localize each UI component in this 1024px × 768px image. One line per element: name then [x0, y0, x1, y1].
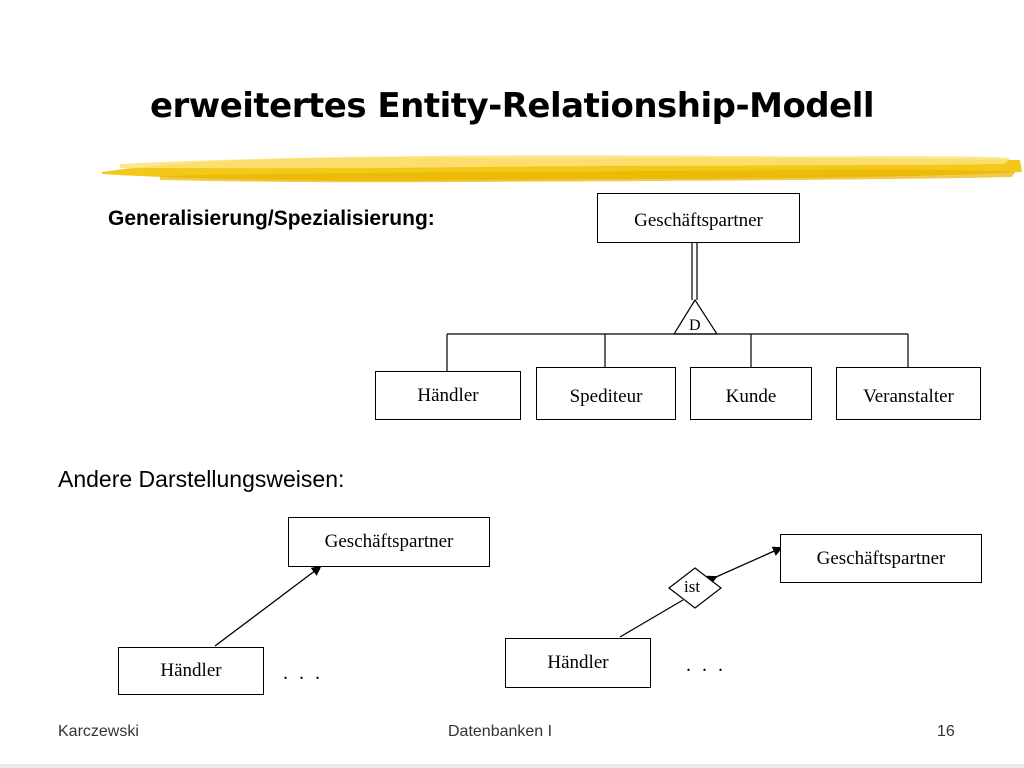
generalization-heading: Generalisierung/Spezialisierung:	[108, 207, 435, 230]
entity-label: Kunde	[725, 386, 777, 407]
ist-diamond	[668, 567, 722, 609]
entity-haendler-top: Händler	[375, 371, 521, 420]
isa-arrow-left	[214, 565, 322, 647]
entity-spediteur: Spediteur	[536, 367, 676, 420]
ellipsis-right: . . .	[686, 654, 726, 676]
entity-geschaeftspartner-right: Geschäftspartner	[780, 534, 982, 583]
entity-geschaeftspartner-left: Geschäftspartner	[288, 517, 490, 567]
entity-geschaeftspartner-top: Geschäftspartner	[597, 193, 800, 243]
entity-label: Händler	[160, 660, 222, 681]
footer-rule	[0, 764, 1024, 768]
entity-label: Geschäftspartner	[816, 547, 946, 569]
entity-haendler-left: Händler	[118, 647, 264, 695]
entity-label: Spediteur	[569, 386, 643, 407]
entity-veranstalter: Veranstalter	[836, 367, 981, 420]
entity-label: Geschäftspartner	[324, 531, 454, 552]
entity-kunde: Kunde	[690, 367, 812, 420]
footer-page-number: 16	[937, 723, 955, 740]
disjoint-marker: D	[689, 317, 701, 334]
relation-ist-label: ist	[684, 577, 701, 596]
ellipsis-left: . . .	[283, 662, 323, 684]
footer-course: Datenbanken I	[448, 723, 553, 740]
entity-label: Geschäftspartner	[634, 210, 763, 231]
line-haendler-to-ist	[619, 599, 684, 638]
entity-label: Veranstalter	[863, 386, 954, 407]
entity-label: Händler	[417, 384, 479, 406]
arrow-ist-to-parent	[706, 546, 783, 585]
slide-title: erweitertes Entity-Relationship-Modell	[149, 86, 875, 126]
entity-label: Händler	[547, 652, 609, 673]
title-brush-underline	[102, 155, 1022, 183]
entity-haendler-right: Händler	[505, 638, 651, 688]
alternative-notations-heading: Andere Darstellungsweisen:	[58, 466, 345, 492]
footer-author: Karczewski	[58, 723, 139, 740]
